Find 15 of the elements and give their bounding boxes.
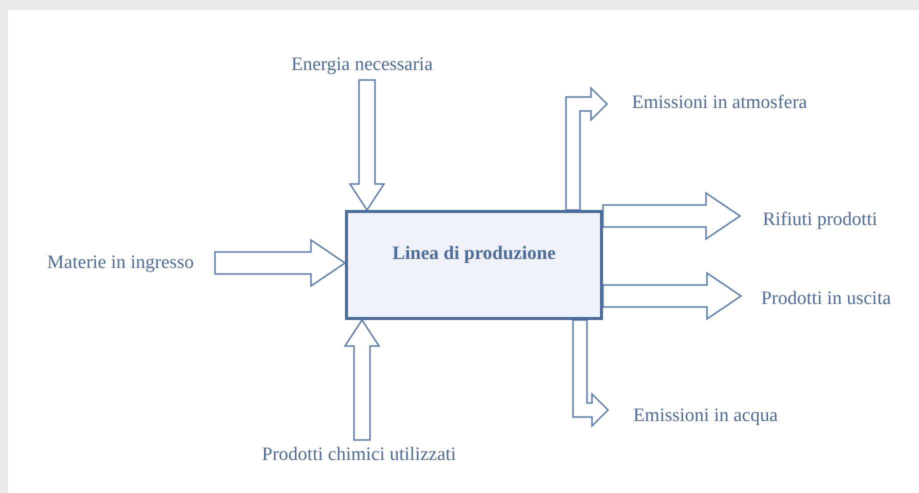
output-label: Emissioni in acqua	[608, 403, 803, 429]
block-arrow	[344, 318, 380, 441]
process-box: Linea di produzione	[345, 210, 603, 320]
block-arrow	[214, 238, 346, 288]
block-arrow	[348, 79, 386, 212]
input-label: Energia necessaria	[270, 50, 454, 80]
block-arrow	[602, 192, 742, 240]
block-arrow	[565, 86, 608, 211]
block-arrow	[602, 272, 742, 320]
block-arrow	[572, 319, 610, 428]
output-label: Rifiuti prodotti	[740, 207, 900, 233]
output-label: Prodotti in uscita	[741, 286, 911, 312]
output-label: Emissioni in atmosfera	[607, 90, 832, 116]
input-label: Materie in ingresso	[26, 250, 215, 276]
input-label: Prodotti chimici utilizzati	[236, 440, 482, 470]
